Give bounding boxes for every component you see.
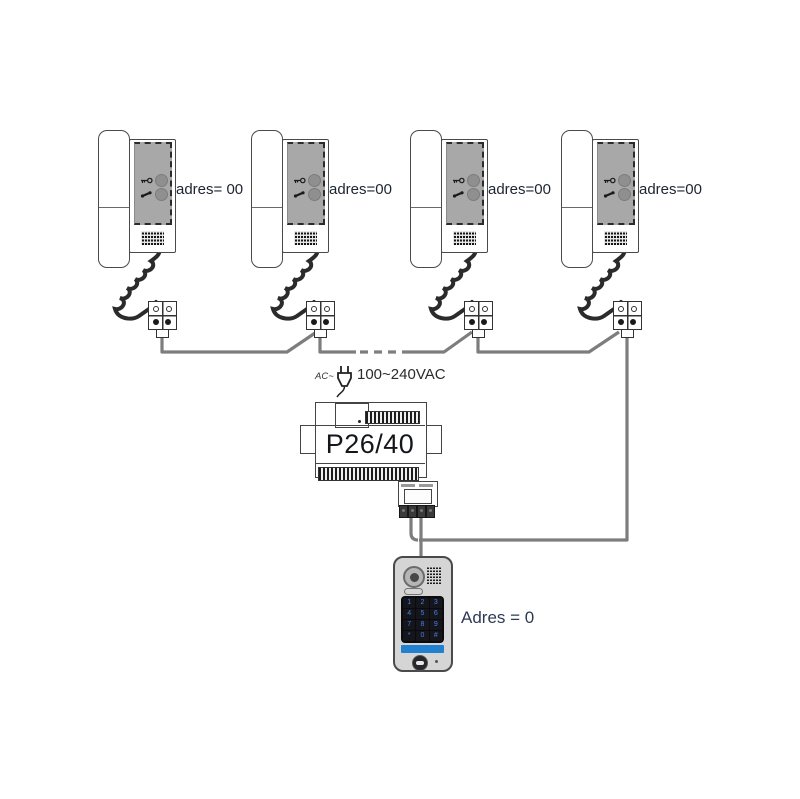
handset-receiver bbox=[561, 130, 593, 268]
keypad-key: 4 bbox=[403, 609, 416, 619]
unit-address-label: adres= 00 bbox=[176, 181, 244, 198]
wire-unit1-unit2 bbox=[160, 329, 319, 354]
handset-receiver bbox=[251, 130, 283, 268]
door-keypad: 1 2 3 4 5 6 7 8 9 * 0 # bbox=[401, 596, 444, 643]
phone-icon bbox=[140, 191, 152, 198]
connector-recess bbox=[404, 489, 432, 504]
wire-in-unit3 bbox=[402, 330, 473, 354]
keypad-key: 0 bbox=[416, 631, 429, 641]
call-button bbox=[155, 188, 168, 201]
connector-pin bbox=[426, 505, 435, 518]
intercom-unit-1: adres= 00 bbox=[98, 128, 243, 273]
model-band: P26/40 bbox=[315, 425, 425, 464]
speaker-grille bbox=[453, 231, 476, 245]
key-icon bbox=[294, 177, 306, 184]
handset-receiver bbox=[98, 130, 130, 268]
call-button bbox=[467, 188, 480, 201]
terminal-tab bbox=[472, 329, 485, 338]
ac-input-connector bbox=[335, 403, 369, 428]
connector-label-mark bbox=[401, 484, 415, 487]
intercom-unit-3: adres=00 bbox=[410, 128, 551, 273]
intercom-panel bbox=[287, 142, 325, 225]
handset-cord bbox=[270, 247, 320, 321]
power-supply: P26/40 bbox=[300, 396, 442, 481]
call-button bbox=[618, 188, 631, 201]
terminal-block-1 bbox=[148, 301, 177, 338]
call-button bbox=[308, 188, 321, 201]
keypad-key: 7 bbox=[403, 620, 416, 630]
keypad-key: 5 bbox=[416, 609, 429, 619]
key-icon bbox=[453, 177, 465, 184]
power-supply-body bbox=[315, 402, 427, 481]
keypad-key: 8 bbox=[416, 620, 429, 630]
terminal-block-3 bbox=[464, 301, 493, 338]
plug-icon bbox=[336, 366, 352, 398]
terminal-block-4 bbox=[613, 301, 642, 338]
keypad-key: 3 bbox=[429, 598, 442, 608]
keypad-key: 1 bbox=[403, 598, 416, 608]
intercom-body bbox=[282, 139, 329, 253]
terminal-block-2 bbox=[306, 301, 335, 338]
connector-pin bbox=[399, 505, 408, 518]
mic-hole bbox=[435, 660, 438, 663]
keypad-key: 9 bbox=[429, 620, 442, 630]
unit-address-label: adres=00 bbox=[329, 181, 392, 198]
key-icon bbox=[604, 177, 616, 184]
key-icon bbox=[141, 177, 153, 184]
wire-unit4-to-bus bbox=[419, 329, 629, 542]
intercom-body bbox=[129, 139, 176, 253]
phone-icon bbox=[293, 191, 305, 198]
terminal-tab bbox=[314, 329, 327, 338]
intercom-panel bbox=[134, 142, 172, 225]
connector-label-mark bbox=[419, 484, 433, 487]
output-connector bbox=[398, 481, 438, 507]
status-window bbox=[404, 588, 423, 595]
keypad-key: * bbox=[403, 631, 416, 641]
terminal-tab bbox=[156, 329, 169, 338]
intercom-panel bbox=[446, 142, 484, 225]
handset-cord bbox=[577, 247, 627, 321]
keypad-key: # bbox=[429, 631, 442, 641]
door-speaker-grille bbox=[426, 566, 441, 584]
door-open-button bbox=[155, 174, 168, 187]
phone-icon bbox=[452, 191, 464, 198]
wire-psu-left bbox=[409, 512, 419, 542]
key-button-icon bbox=[412, 655, 428, 671]
din-rail-tab-right bbox=[425, 425, 442, 454]
camera-lens bbox=[403, 566, 425, 588]
door-station: 1 2 3 4 5 6 7 8 9 * 0 # bbox=[393, 556, 453, 672]
handset-receiver bbox=[410, 130, 442, 268]
led-dot bbox=[358, 420, 361, 423]
wire-unit3-unit4 bbox=[476, 329, 620, 354]
intercom-unit-2: adres=00 bbox=[251, 128, 392, 273]
connector-pin bbox=[408, 505, 417, 518]
intercom-unit-4: adres=00 bbox=[561, 128, 702, 273]
keypad-key: 6 bbox=[429, 609, 442, 619]
connector-pin bbox=[417, 505, 426, 518]
speaker-grille bbox=[141, 231, 164, 245]
unit-address-label: adres=00 bbox=[639, 181, 702, 198]
speaker-grille bbox=[294, 231, 317, 245]
voltage-label: 100~240VAC bbox=[357, 366, 446, 383]
vent-slots-bottom bbox=[318, 467, 419, 481]
speaker-grille bbox=[604, 231, 627, 245]
intercom-body bbox=[592, 139, 639, 253]
handset-cord bbox=[428, 247, 478, 321]
unit-address-label: adres=00 bbox=[488, 181, 551, 198]
intercom-panel bbox=[597, 142, 635, 225]
door-open-button bbox=[308, 174, 321, 187]
handset-cord bbox=[112, 247, 162, 321]
psu-model-label: P26/40 bbox=[325, 429, 415, 459]
door-address-label: Adres = 0 bbox=[461, 608, 535, 627]
ac-label: AC~ bbox=[315, 371, 334, 382]
door-open-button bbox=[467, 174, 480, 187]
door-open-button bbox=[618, 174, 631, 187]
intercom-body bbox=[441, 139, 488, 253]
terminal-tab bbox=[621, 329, 634, 338]
proximity-reader-bar bbox=[401, 645, 444, 653]
keypad-key: 2 bbox=[416, 598, 429, 608]
vent-slots-top bbox=[365, 411, 420, 424]
phone-icon bbox=[603, 191, 615, 198]
